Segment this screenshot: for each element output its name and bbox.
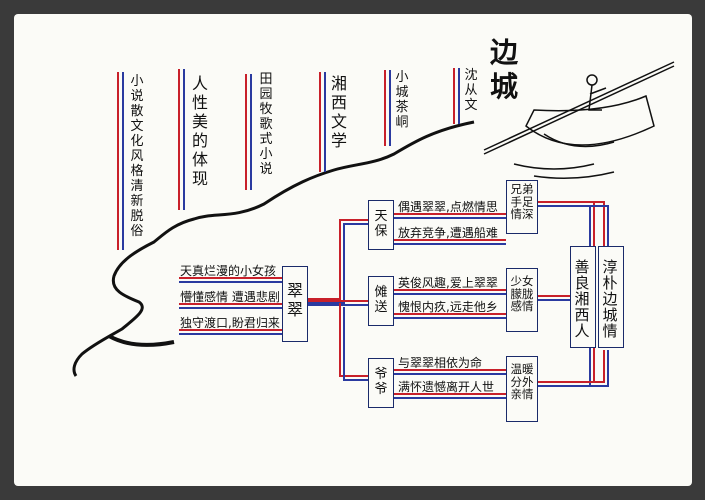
relation-label: 温暖分外亲情	[510, 362, 534, 401]
theme-label: 淳朴边城情	[602, 258, 618, 340]
relation-connectors	[536, 201, 609, 387]
event-nuosong-2: 愧恨内疚,远走他乡	[398, 300, 498, 314]
character-name: 天保	[374, 209, 388, 239]
relation-box-family: 温暖分外亲情	[506, 356, 538, 422]
page-title: 边城	[490, 36, 519, 103]
event-underlines	[394, 213, 506, 399]
river-line	[72, 120, 475, 377]
event-nuosong-1: 英俊风趣,爱上翠翠	[398, 276, 498, 290]
branch-label-town: 小城茶峒	[395, 70, 409, 130]
branch-label-xiangxi: 湘西文学	[330, 74, 347, 150]
character-box-grandpa: 爷爷	[368, 358, 394, 408]
character-name: 爷爷	[374, 367, 388, 397]
small-boat-icon	[108, 334, 175, 347]
theme-label: 善良湘西人	[574, 258, 590, 340]
branch-label-author: 沈从文	[464, 68, 478, 113]
cuicui-box: 翠翠	[282, 266, 308, 342]
character-box-nuosong: 傩送	[368, 276, 394, 326]
relation-box-brothers: 兄弟手足情深	[506, 180, 538, 234]
event-grandpa-2: 满怀遗憾离开人世	[398, 380, 495, 394]
character-box-tianbao: 天保	[368, 200, 394, 250]
cuicui-bracket	[306, 219, 368, 381]
relation-box-youth: 少女朦胧感情	[506, 268, 538, 332]
theme-box-people: 善良湘西人	[570, 246, 596, 348]
boatman-sketch-icon	[483, 61, 675, 179]
trait-2: 懵懂感情 遭遇悲剧	[180, 290, 280, 304]
trait-3: 独守渡口,盼君归来	[180, 316, 280, 330]
cuicui-label: 翠翠	[286, 281, 303, 319]
event-grandpa-1: 与翠翠相依为命	[398, 356, 483, 370]
relation-label: 少女朦胧感情	[510, 274, 534, 313]
branch-label-humanity: 人性美的体现	[191, 74, 208, 188]
connector-lines	[72, 61, 675, 399]
trait-underlines	[179, 277, 282, 335]
branch-label-style: 小说散文化风格清新脱俗	[130, 74, 144, 239]
character-name: 傩送	[374, 285, 388, 315]
branch-label-pastoral: 田园牧歌式小说	[259, 72, 273, 177]
branch-stems	[117, 68, 460, 250]
mind-map-sheet: 边城 小说散文化风格清新脱俗 人性美的体现 田园牧歌式小说 湘西文学 小城茶峒 …	[14, 14, 692, 486]
relation-label: 兄弟手足情深	[510, 182, 534, 221]
theme-box-town: 淳朴边城情	[598, 246, 624, 348]
trait-1: 天真烂漫的小女孩	[180, 264, 277, 278]
event-tianbao-1: 偶遇翠翠,点燃情思	[398, 200, 498, 214]
event-tianbao-2: 放弃竞争,遭遇船难	[398, 226, 498, 240]
